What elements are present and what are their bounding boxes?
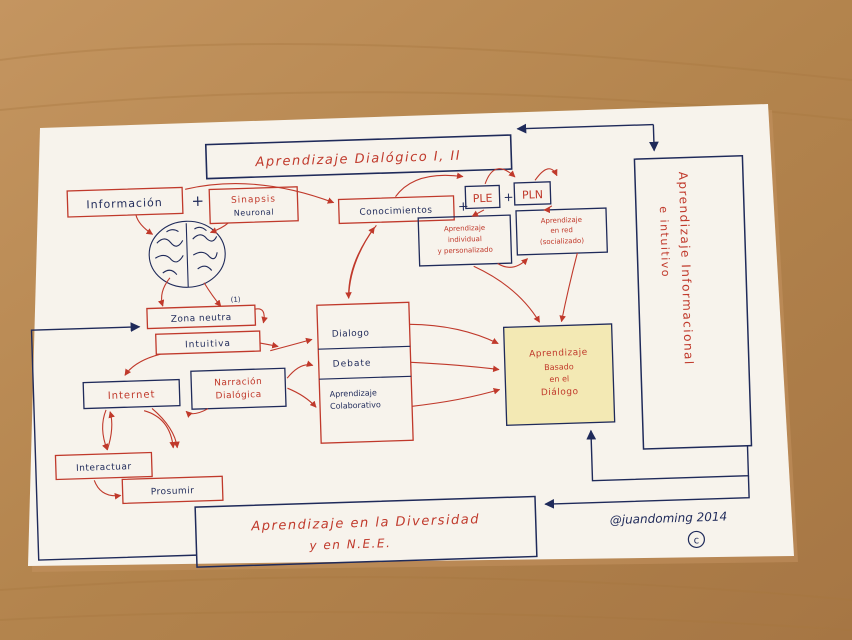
narracion-box <box>190 367 287 410</box>
blue-arrows <box>30 123 750 561</box>
dialogo-text: Dialogo <box>332 329 370 340</box>
sinapsis-line1: Sinapsis <box>231 194 276 205</box>
title-text: Aprendizaje Dialógico I, II <box>254 149 461 170</box>
diversidad-line2: y en N.E.E. <box>308 536 391 553</box>
pln-desc-box <box>515 207 609 256</box>
ple-desc-line1: Aprendizaje <box>444 224 486 233</box>
basado-line2: Basado <box>544 362 574 372</box>
interactuar-text: Interactuar <box>76 462 132 474</box>
basado-line1: Aprendizaje <box>529 348 588 360</box>
internet-text: Internet <box>108 389 156 401</box>
diversidad-line1: Aprendizaje en la Diversidad <box>250 512 480 534</box>
debate-text: Debate <box>333 359 372 370</box>
internet-box <box>82 378 181 410</box>
ple-desc-line3: y personalizado <box>437 246 492 256</box>
prosumir-text: Prosumir <box>151 486 195 497</box>
sinapsis-box <box>208 186 299 225</box>
interactuar-box <box>54 451 153 481</box>
wood-grain <box>0 43 852 631</box>
ple-text: PLE <box>473 192 493 206</box>
red-arrows <box>93 168 578 500</box>
note-marker: (1) <box>231 296 241 304</box>
basado-line3: en el <box>549 374 569 384</box>
zona-neutra-box <box>146 304 257 330</box>
cc-symbol: c <box>694 535 700 546</box>
pln-desc-line2: en red <box>550 226 573 235</box>
informacional-line2: e intuitivo <box>657 206 672 278</box>
narracion-line2: Dialógica <box>215 389 261 401</box>
pln-text: PLN <box>522 188 543 202</box>
informacional-line1: Aprendizaje Informacional <box>676 171 696 366</box>
diversidad-box <box>194 495 538 568</box>
colaborativo-line1: Aprendizaje <box>330 388 378 398</box>
sketch-diagram: Aprendizaje Dialógico I, II Información … <box>30 123 753 568</box>
signature-text: @juandoming 2014 <box>610 509 728 527</box>
intuitiva-box <box>155 330 261 355</box>
conocimientos-text: Conocimientos <box>359 206 432 218</box>
colaborativo-line2: Colaborativo <box>330 400 381 411</box>
ple-desc-line2: individual <box>448 235 482 244</box>
plus-sign-3: + <box>503 190 513 204</box>
pln-box <box>513 181 552 206</box>
narracion-line1: Narración <box>214 376 262 389</box>
intuitiva-text: Intuitiva <box>185 339 231 350</box>
brain-icon <box>148 220 226 288</box>
plus-sign-2: + <box>458 199 469 214</box>
sinapsis-line2: Neuronal <box>234 208 274 218</box>
informacion-box <box>66 186 184 218</box>
ple-desc-box <box>417 214 513 267</box>
cc-circle-icon <box>687 530 706 549</box>
zona-neutra-text: Zona neutra <box>171 313 232 325</box>
informacion-text: Información <box>86 196 163 211</box>
paper-card <box>28 104 794 566</box>
title-box <box>204 134 513 180</box>
prosumir-box <box>121 475 224 505</box>
informacional-box <box>633 155 753 450</box>
plus-sign-1: + <box>191 192 204 210</box>
dialogo-column-box <box>316 301 414 444</box>
pln-desc-line1: Aprendizaje <box>541 216 583 225</box>
ple-box <box>464 184 501 210</box>
basado-line4: Diálogo <box>541 387 579 398</box>
basado-dialogo-box <box>502 323 616 426</box>
pln-desc-line3: (socializado) <box>540 237 585 246</box>
conocimientos-box <box>337 195 455 225</box>
